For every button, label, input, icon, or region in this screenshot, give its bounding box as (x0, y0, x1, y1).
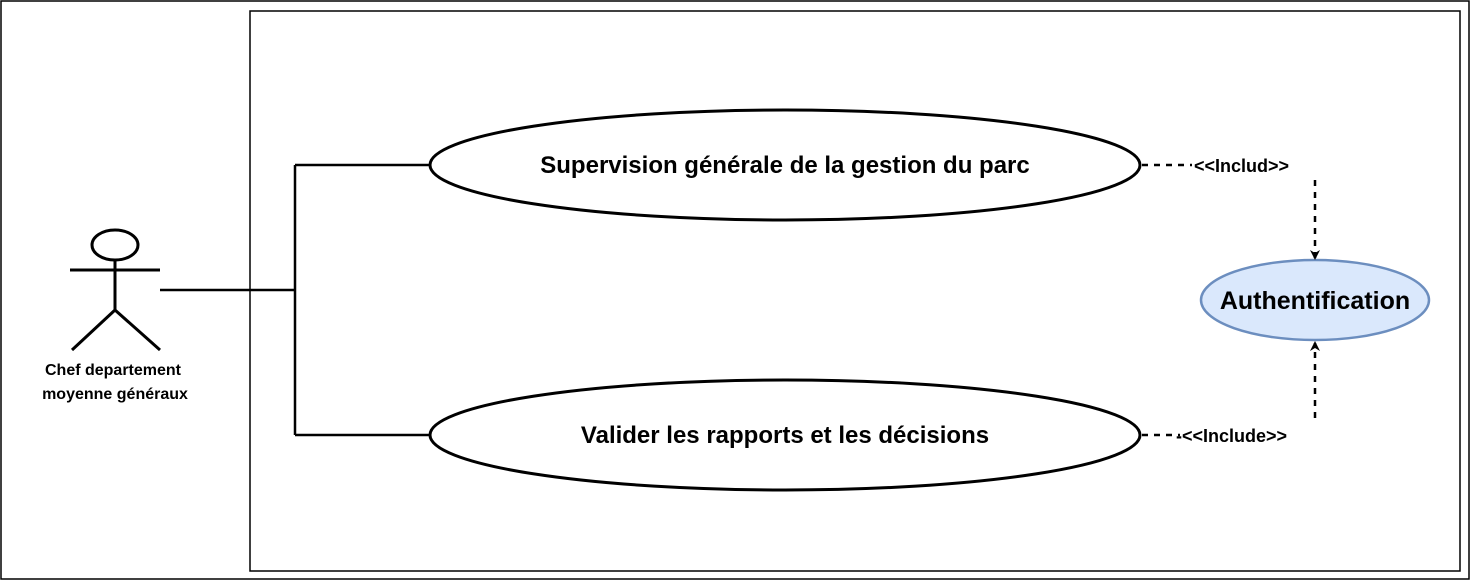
use-case-supervision-label: Supervision générale de la gestion du pa… (540, 152, 1029, 179)
use-case-authentification[interactable] (1199, 258, 1431, 342)
include-label-valider: -<<Include>> (1176, 426, 1287, 446)
actor-left-leg (70, 308, 117, 352)
include-relation-supervision (1142, 163, 1320, 260)
use-case-valider-label: Valider les rapports et les décisions (581, 422, 989, 449)
use-case-valider[interactable] (428, 378, 1142, 492)
association-lines (160, 163, 430, 437)
actor-head (90, 228, 140, 262)
actor-right-leg (114, 308, 161, 352)
include-label-supervision: <<Includ>> (1194, 156, 1289, 176)
use-case-authentification-label: Authentification (1220, 287, 1410, 315)
use-case-supervision[interactable] (428, 108, 1142, 222)
actor-name-line2: moyenne généraux (42, 386, 188, 403)
include-relation-valider (1142, 341, 1320, 437)
actor-figure[interactable] (70, 228, 161, 352)
actor-name-line1: Chef departement (45, 362, 182, 379)
